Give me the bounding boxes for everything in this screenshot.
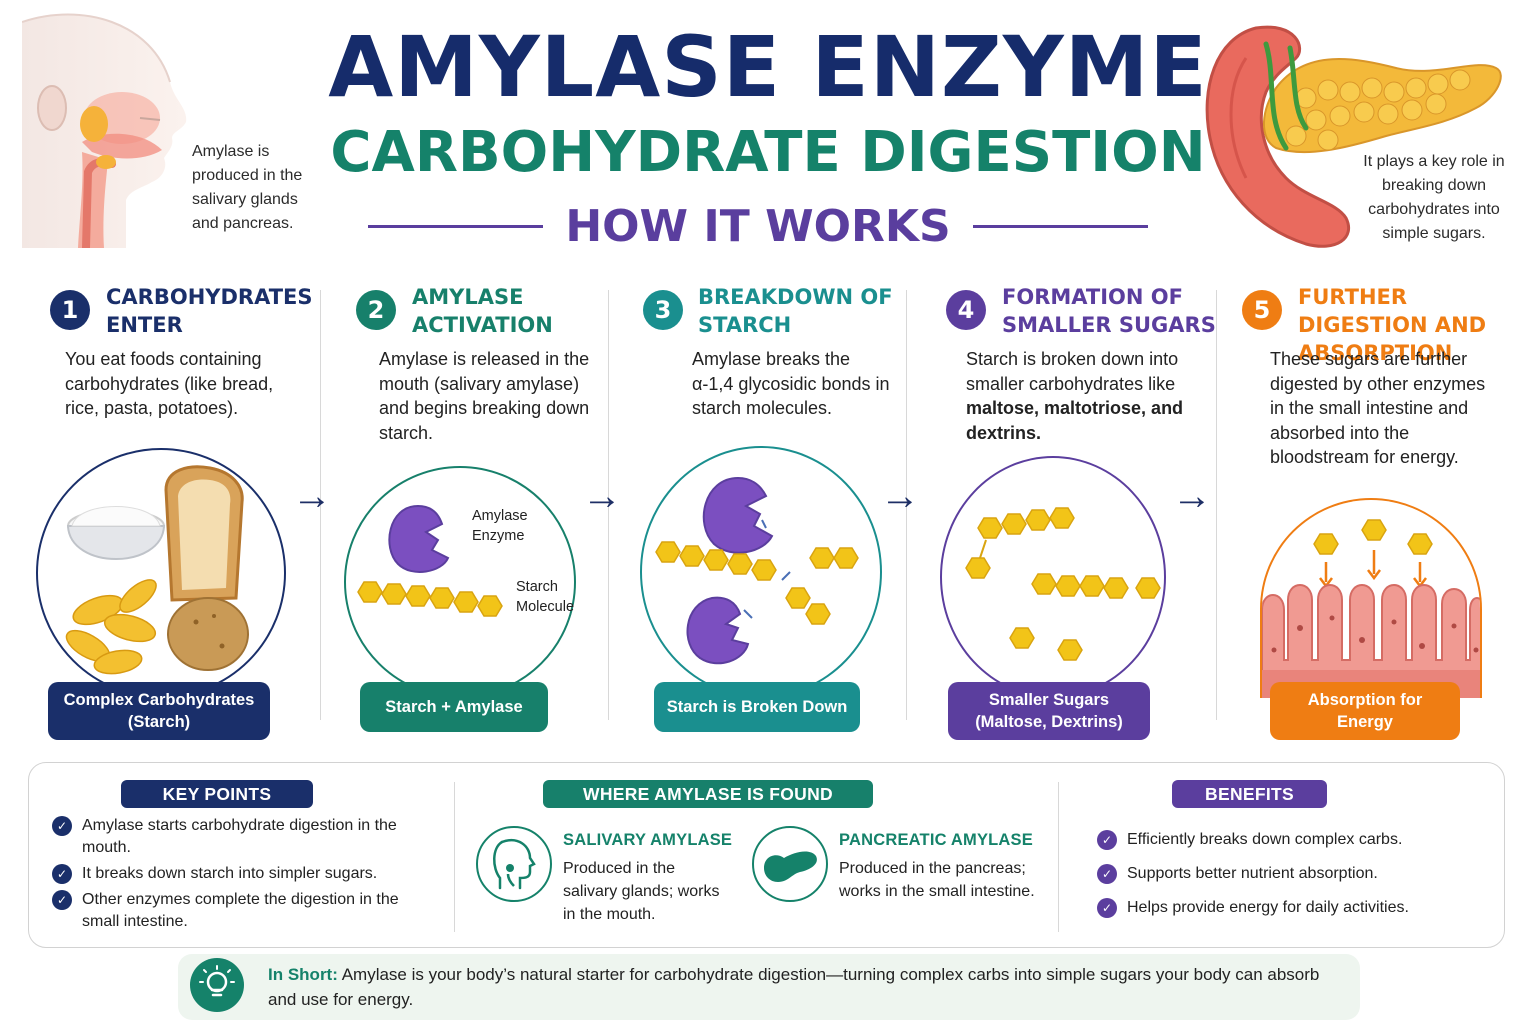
check-icon: ✓ bbox=[52, 816, 72, 836]
heading-rule-right bbox=[972, 224, 1149, 228]
in-short-text: In Short: Amylase is your body’s natural… bbox=[268, 962, 1328, 1012]
benefit-text: Efficiently breaks down complex carbs. bbox=[1127, 831, 1403, 848]
benefit-item: ✓ Efficiently breaks down complex carbs. bbox=[1097, 829, 1487, 851]
step-4-caption: Smaller Sugars (Maltose, Dextrins) bbox=[948, 682, 1150, 740]
step-2-number: 2 bbox=[356, 290, 396, 330]
benefit-text: Helps provide energy for daily activitie… bbox=[1127, 899, 1409, 916]
key-point-item: ✓ It breaks down starch into simpler sug… bbox=[52, 863, 422, 885]
arrow-right-icon: → bbox=[292, 474, 332, 518]
key-point-text: Amylase starts carbohydrate digestion in… bbox=[82, 817, 397, 856]
benefit-item: ✓ Helps provide energy for daily activit… bbox=[1097, 897, 1487, 919]
in-short-label: In Short: bbox=[268, 965, 338, 984]
arrow-right-icon: → bbox=[880, 474, 920, 518]
step-1-caption: Complex Carbohydrates (Starch) bbox=[48, 682, 270, 740]
step-5-desc: These sugars are further digested by oth… bbox=[1270, 349, 1486, 467]
page-subtitle: CARBOHYDRATE DIGESTION bbox=[330, 120, 1206, 185]
step-1-desc: You eat foods containing carbohydrates (… bbox=[65, 349, 274, 418]
benefit-text: Supports better nutrient absorption. bbox=[1127, 865, 1378, 882]
step-4-desc: Starch is broken down into smaller carbo… bbox=[966, 347, 1206, 445]
key-points-tag: KEY POINTS bbox=[121, 780, 313, 808]
key-point-text: It breaks down starch into simpler sugar… bbox=[82, 865, 378, 882]
benefits-tag: BENEFITS bbox=[1172, 780, 1327, 808]
arrow-right-icon: → bbox=[582, 474, 622, 518]
check-icon: ✓ bbox=[52, 864, 72, 884]
step-5-caption: Absorption for Energy bbox=[1270, 682, 1460, 740]
amylase-starch-icon bbox=[357, 504, 503, 617]
in-short-body: Amylase is your body’s natural starter f… bbox=[268, 965, 1320, 1009]
step-5-number: 5 bbox=[1242, 290, 1282, 330]
step-divider bbox=[608, 290, 609, 720]
arrow-right-icon: → bbox=[1172, 474, 1212, 518]
face-profile-icon bbox=[493, 839, 536, 890]
lightbulb-glyph bbox=[199, 965, 235, 997]
amylase-enzyme-label: Amylase Enzyme bbox=[472, 508, 528, 544]
check-icon: ✓ bbox=[52, 890, 72, 910]
panel-divider bbox=[1058, 782, 1059, 932]
step-3-circle bbox=[640, 446, 882, 698]
step-5-arch bbox=[1260, 498, 1482, 698]
pancreas-small-icon bbox=[764, 851, 817, 882]
step-divider bbox=[906, 290, 907, 720]
step-4-number: 4 bbox=[946, 290, 986, 330]
check-icon: ✓ bbox=[1097, 898, 1117, 918]
step-divider bbox=[320, 290, 321, 720]
key-point-text: Other enzymes complete the digestion in … bbox=[82, 891, 399, 930]
panel-divider bbox=[454, 782, 455, 932]
salivary-amylase-title: SALIVARY AMYLASE bbox=[563, 831, 733, 849]
step-4-desc-bold: maltose, maltotriose, and dextrins. bbox=[966, 398, 1184, 443]
step-3-number: 3 bbox=[643, 290, 683, 330]
step-4-title: FORMATION OF SMALLER SUGARS bbox=[1002, 285, 1216, 337]
intestinal-absorption-icon bbox=[1262, 519, 1480, 698]
starch-molecule-label: Starch Molecule bbox=[516, 579, 575, 615]
benefits-list: ✓ Efficiently breaks down complex carbs.… bbox=[1097, 829, 1487, 919]
where-found-tag: WHERE AMYLASE IS FOUND bbox=[543, 780, 873, 808]
pancreatic-icon-circle bbox=[752, 826, 828, 902]
right-note: It plays a key role in breaking down car… bbox=[1363, 153, 1505, 242]
carbohydrate-foods-icon bbox=[65, 465, 249, 675]
section-heading: HOW IT WORKS bbox=[368, 196, 1149, 256]
key-points-list: ✓ Amylase starts carbohydrate digestion … bbox=[52, 815, 422, 933]
step-3-title: BREAKDOWN OF STARCH bbox=[698, 285, 893, 337]
key-point-item: ✓ Other enzymes complete the digestion i… bbox=[52, 889, 422, 933]
pancreas-icon bbox=[1205, 25, 1502, 248]
page-title: AMYLASE ENZYME bbox=[328, 18, 1208, 116]
benefit-item: ✓ Supports better nutrient absorption. bbox=[1097, 863, 1487, 885]
starch-breakdown-icon bbox=[655, 476, 859, 665]
step-2-desc: Amylase is released in the mouth (saliva… bbox=[379, 349, 590, 443]
step-4-circle bbox=[940, 456, 1166, 698]
salivary-icon-circle bbox=[476, 826, 552, 902]
step-3-caption: Starch is Broken Down bbox=[654, 682, 860, 732]
head-profile-icon bbox=[22, 13, 187, 248]
step-1-circle bbox=[36, 448, 286, 698]
step-5-title: FURTHER DIGESTION AND ABSORPTION bbox=[1298, 285, 1487, 365]
in-short-box bbox=[178, 954, 1360, 1020]
section-heading-text: HOW IT WORKS bbox=[565, 200, 951, 252]
heading-rule-left bbox=[368, 224, 544, 228]
pancreatic-amylase-title: PANCREATIC AMYLASE bbox=[839, 831, 1033, 849]
left-note: Amylase is produced in the salivary glan… bbox=[192, 143, 303, 232]
check-icon: ✓ bbox=[1097, 830, 1117, 850]
step-divider bbox=[1216, 290, 1217, 720]
check-icon: ✓ bbox=[1097, 864, 1117, 884]
salivary-amylase-desc: Produced in the salivary glands; works i… bbox=[563, 860, 720, 923]
step-2-title: AMYLASE ACTIVATION bbox=[412, 285, 553, 337]
key-point-item: ✓ Amylase starts carbohydrate digestion … bbox=[52, 815, 422, 859]
lightbulb-icon bbox=[190, 958, 244, 1012]
step-3-desc: Amylase breaks the α-1,4 glycosidic bond… bbox=[692, 349, 890, 418]
step-1-title: CARBOHYDRATES ENTER bbox=[106, 285, 313, 337]
step-2-caption: Starch + Amylase bbox=[360, 682, 548, 732]
small-sugars-icon bbox=[965, 507, 1161, 661]
pancreatic-amylase-desc: Produced in the pancreas; works in the s… bbox=[839, 860, 1035, 900]
step-4-desc-text: Starch is broken down into smaller carbo… bbox=[966, 349, 1179, 394]
step-2-circle bbox=[344, 466, 576, 698]
step-1-number: 1 bbox=[50, 290, 90, 330]
